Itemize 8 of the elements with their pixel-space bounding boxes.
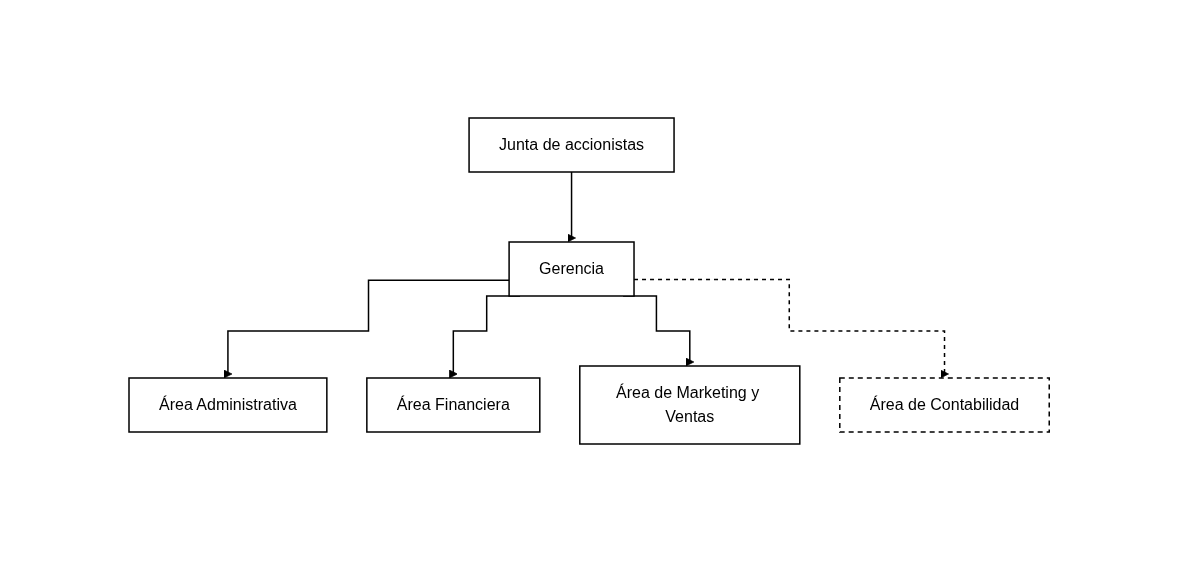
node-box: Gerencia: [508, 241, 635, 297]
node-box: Área de Contabilidad: [838, 377, 1050, 433]
node-box: Área de Marketing y Ventas: [578, 365, 801, 445]
arrow: [633, 278, 949, 379]
node-box: Área Financiera: [365, 377, 541, 433]
node-box: Junta de accionistas: [468, 117, 675, 173]
node-box: Área Administrativa: [128, 377, 328, 433]
arrow: [567, 171, 576, 243]
